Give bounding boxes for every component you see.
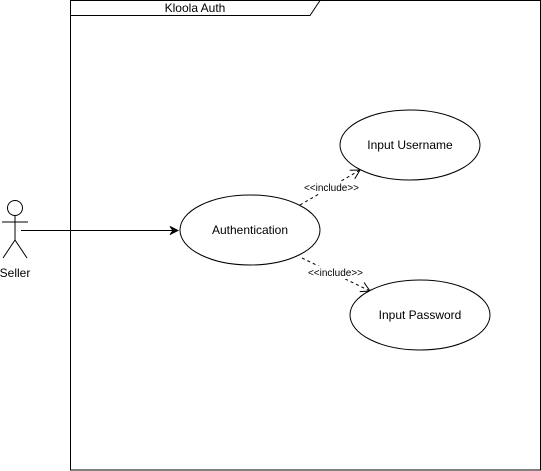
use-case-ellipse xyxy=(339,109,481,181)
use-case-input-password[interactable]: Input Password xyxy=(349,279,491,351)
use-case-label: Input Username xyxy=(367,138,453,152)
stick-figure-icon xyxy=(2,200,28,259)
include-label-username: <<include>> xyxy=(304,183,359,194)
use-case-label: Input Password xyxy=(379,308,462,322)
actor-label: Seller xyxy=(0,266,30,280)
include-relation-username[interactable]: <<include>> xyxy=(299,169,362,206)
use-case-authentication[interactable]: Authentication xyxy=(179,194,321,266)
use-case-label: Authentication xyxy=(212,223,288,237)
use-case-ellipse xyxy=(179,194,321,266)
include-label-bg-password xyxy=(305,266,366,279)
use-case-ellipse xyxy=(349,279,491,351)
system-boundary-title-tab xyxy=(70,0,321,16)
include-relation-password[interactable]: <<include>> xyxy=(301,257,371,293)
system-boundary-title: Kloola Auth xyxy=(165,1,226,15)
use-case-input-username[interactable]: Input Username xyxy=(339,109,481,181)
include-label-password: <<include>> xyxy=(308,268,363,279)
include-label-bg-username xyxy=(301,181,362,194)
actor-seller[interactable]: Seller xyxy=(0,200,30,281)
